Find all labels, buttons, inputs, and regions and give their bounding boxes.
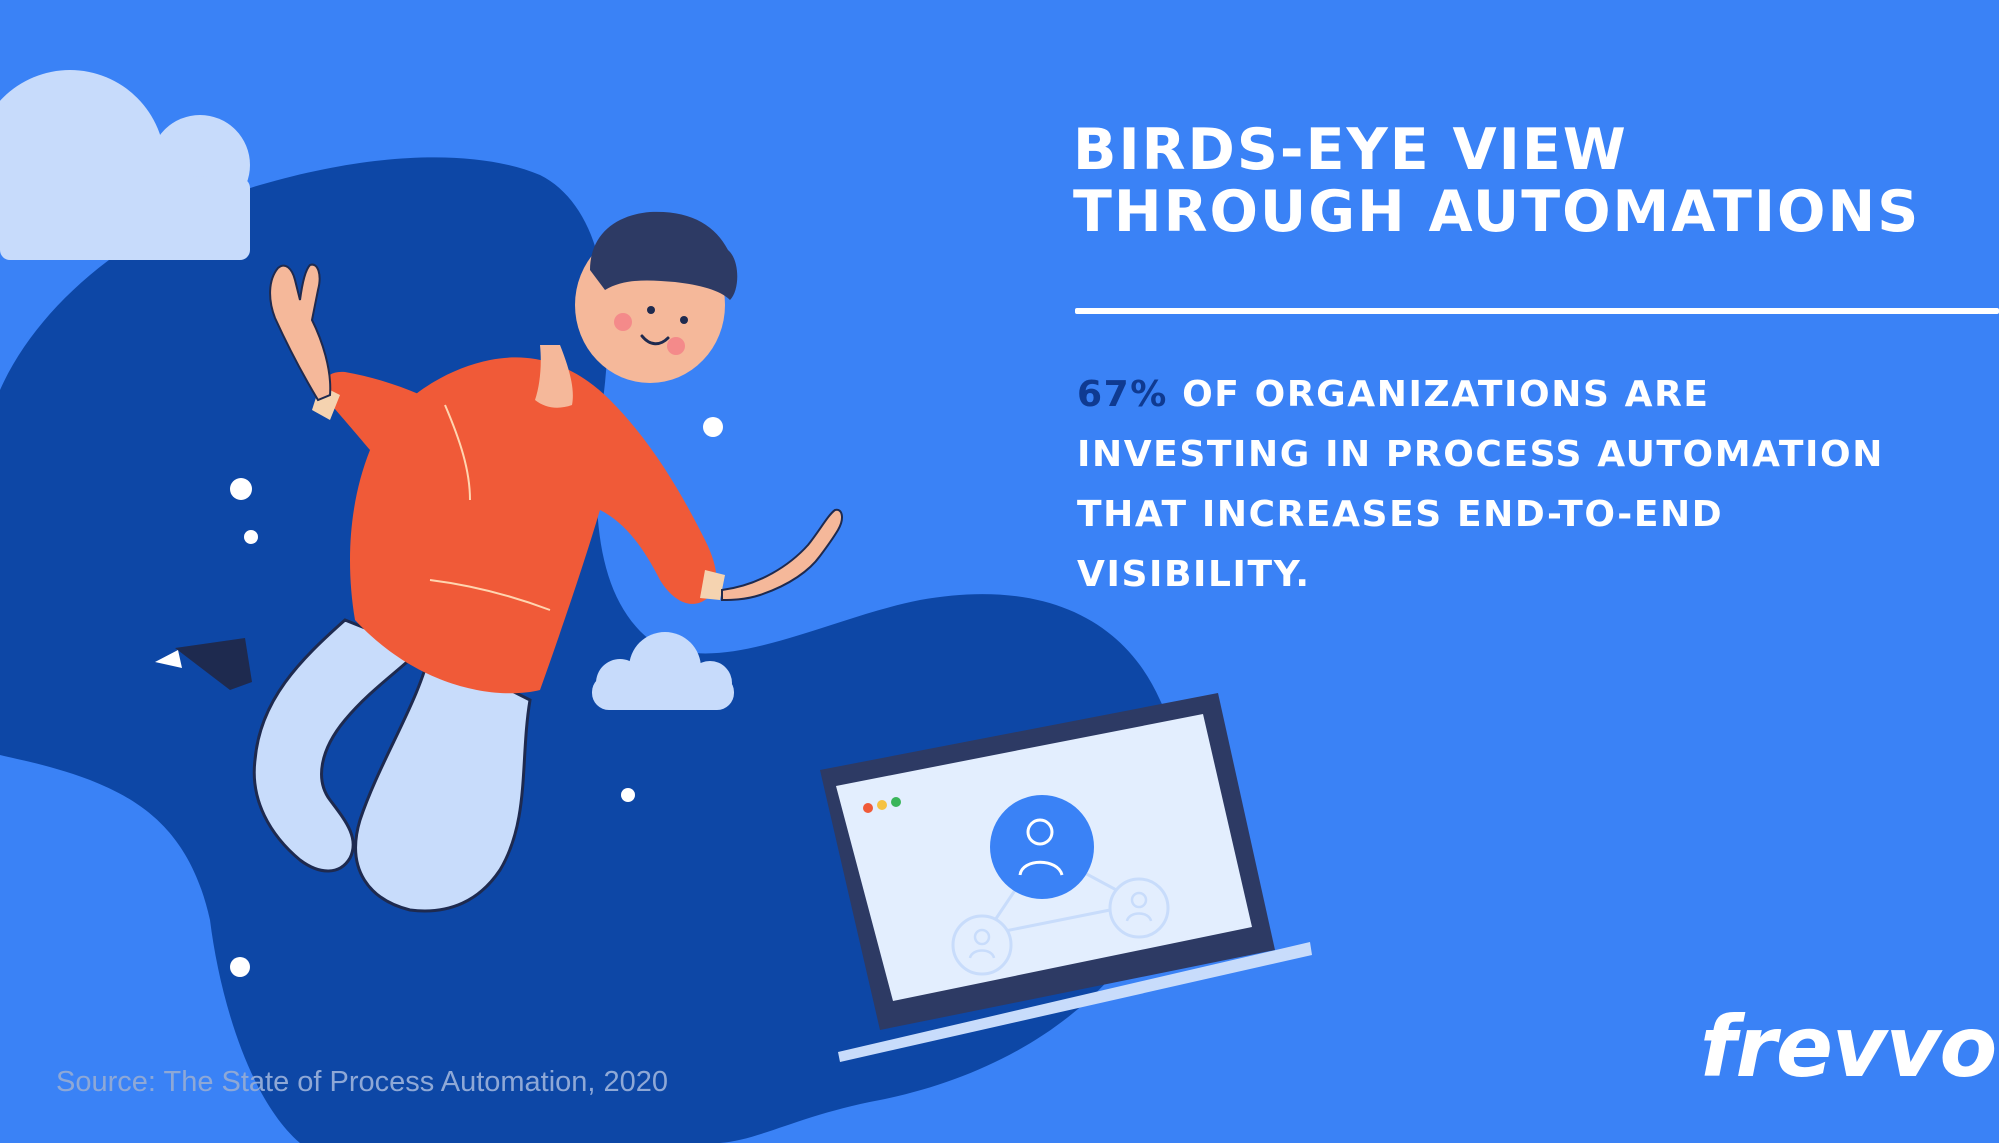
headline-block: BIRDS-EYE VIEW THROUGH AUTOMATIONS <box>1073 117 1973 245</box>
stat-description: OF ORGANIZATIONS ARE INVESTING IN PROCES… <box>1077 374 1884 595</box>
headline: BIRDS-EYE VIEW THROUGH AUTOMATIONS <box>1073 117 1921 245</box>
laptop-illustration <box>820 693 1312 1062</box>
user-network-icon <box>951 795 1170 976</box>
divider <box>1075 308 1999 314</box>
person-illustration <box>155 211 843 913</box>
brand-logo: frevvo <box>1700 998 1997 1096</box>
stat-text: 67% OF ORGANIZATIONS ARE INVESTING IN PR… <box>1077 365 1957 605</box>
small-cloud-icon <box>592 632 734 710</box>
source-citation: Source: The State of Process Automation,… <box>56 1066 669 1098</box>
sparkle-dots <box>230 417 723 977</box>
stat-percent: 67% <box>1077 374 1168 415</box>
cloud-icon <box>0 70 250 260</box>
